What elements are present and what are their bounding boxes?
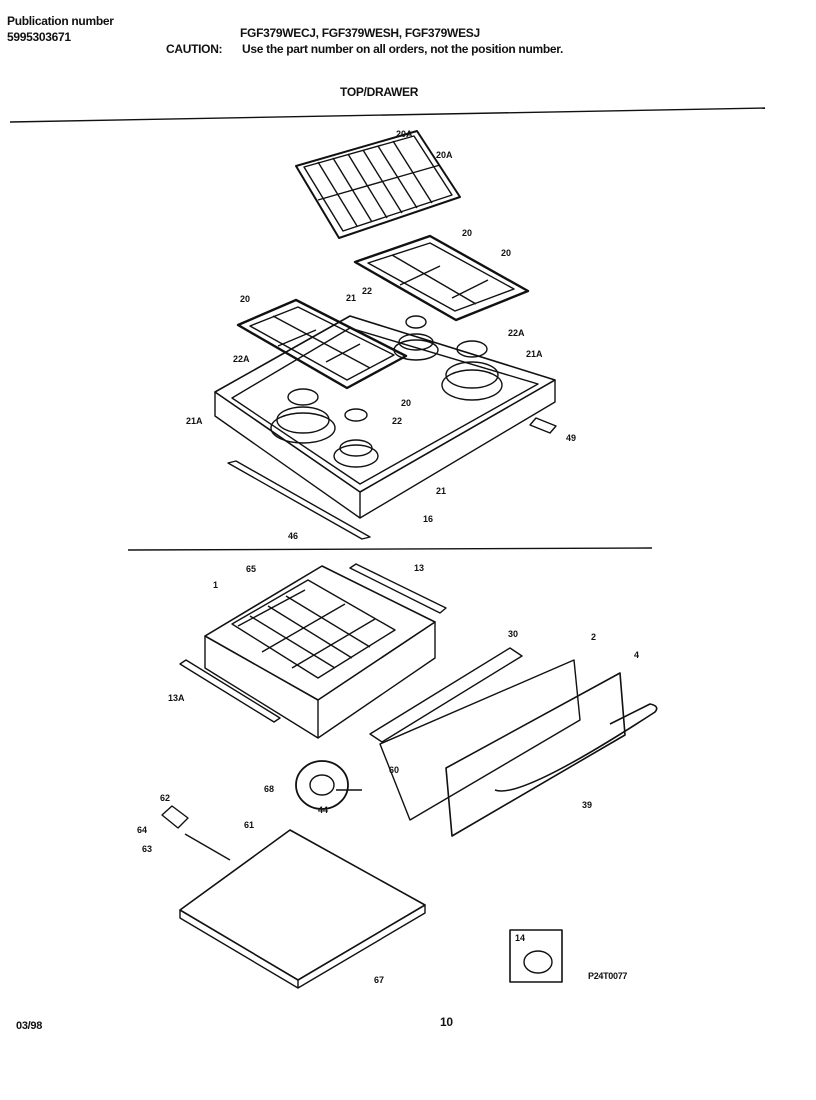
griddle-grate-20A [295,130,461,239]
page-number: 10 [440,1015,453,1029]
part-label: 46 [288,531,298,541]
top-rule [9,107,766,123]
part-label: 21 [436,486,446,496]
revision-date: 03/98 [16,1020,43,1032]
part-label: 13A [168,693,185,703]
part-label: 20 [462,228,472,238]
part-label: 14 [515,933,525,943]
drawer-panels [369,647,658,837]
part-label: 30 [508,629,518,639]
part-label: 21 [346,293,356,303]
part-label: 20A [436,150,453,160]
slide-rail-13A [179,659,281,723]
knob-14 [523,950,553,974]
caution-text: Use the part number on all orders, not t… [242,42,564,56]
part-label: 2 [591,632,596,642]
part-label: 61 [244,820,254,830]
part-label: 39 [582,800,592,810]
model-numbers: FGF379WECJ, FGF379WESH, FGF379WESJ [240,26,480,40]
burners [270,315,503,468]
part-label: 20A [396,129,413,139]
part-label: 13 [414,563,424,573]
part-label: 22A [508,328,525,338]
section-title: TOP/DRAWER [340,85,419,99]
section-rule [127,547,653,551]
publication-label: Publication number [7,14,114,28]
trim-strip-46 [227,460,371,540]
inset-box-14 [509,929,563,983]
part-label: 22 [362,286,372,296]
part-label: 1 [213,580,218,590]
part-label: 16 [423,514,433,524]
broiler-drawer [204,565,436,739]
part-label: 20 [240,294,250,304]
part-label: 44 [318,805,328,815]
part-label: 68 [264,784,274,794]
publication-number: 5995303671 [7,30,71,44]
part-label: 64 [137,825,147,835]
burner-grate-right [353,234,530,322]
part-label: 21A [526,349,543,359]
slide-rail-13 [349,563,447,614]
knob-44 [295,760,362,810]
part-label: 49 [566,433,576,443]
part-label: 67 [374,975,384,985]
part-label: 21A [186,416,203,426]
part-label: 20 [501,248,511,258]
cooktop-body [214,315,556,519]
part-label: 65 [246,564,256,574]
caution-label: CAUTION: [166,42,223,56]
part-label: 4 [634,650,639,660]
drawing-code: P24T0077 [588,971,628,981]
burner-bracket [161,805,231,861]
part-label: 63 [142,844,152,854]
broiler-pan-67 [179,829,426,989]
part-label: 22A [233,354,250,364]
part-label: 20 [401,398,411,408]
part-label: 22 [392,416,402,426]
bracket-49 [529,417,557,434]
part-label: 60 [389,765,399,775]
burner-grate-left [236,298,408,390]
part-label: 62 [160,793,170,803]
